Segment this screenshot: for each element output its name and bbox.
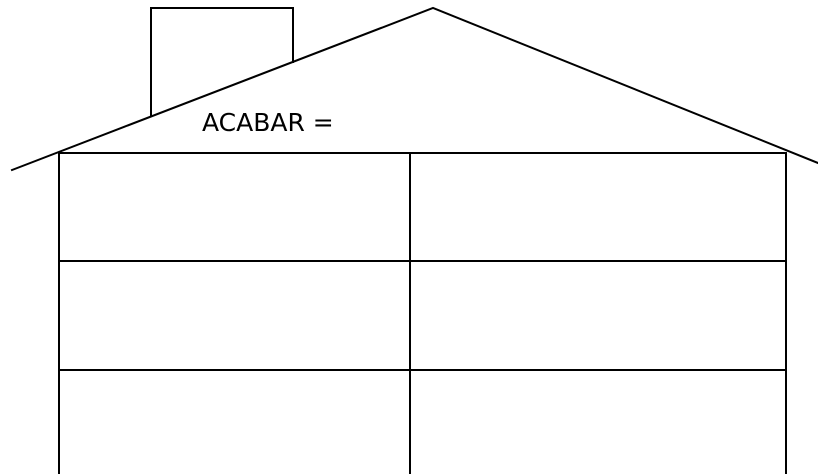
roof-label: ACABAR = (202, 107, 334, 139)
grid-cell-r2-c2 (411, 262, 785, 369)
grid-cell-r1-c2 (411, 154, 785, 260)
grid-cell-r1-c1 (60, 154, 409, 260)
chimney (151, 8, 293, 115)
grid-cell-r3-c1 (60, 371, 409, 474)
grid-cell-r3-c2 (411, 371, 785, 474)
roof (12, 8, 818, 170)
grid-cell-r2-c1 (60, 262, 409, 369)
